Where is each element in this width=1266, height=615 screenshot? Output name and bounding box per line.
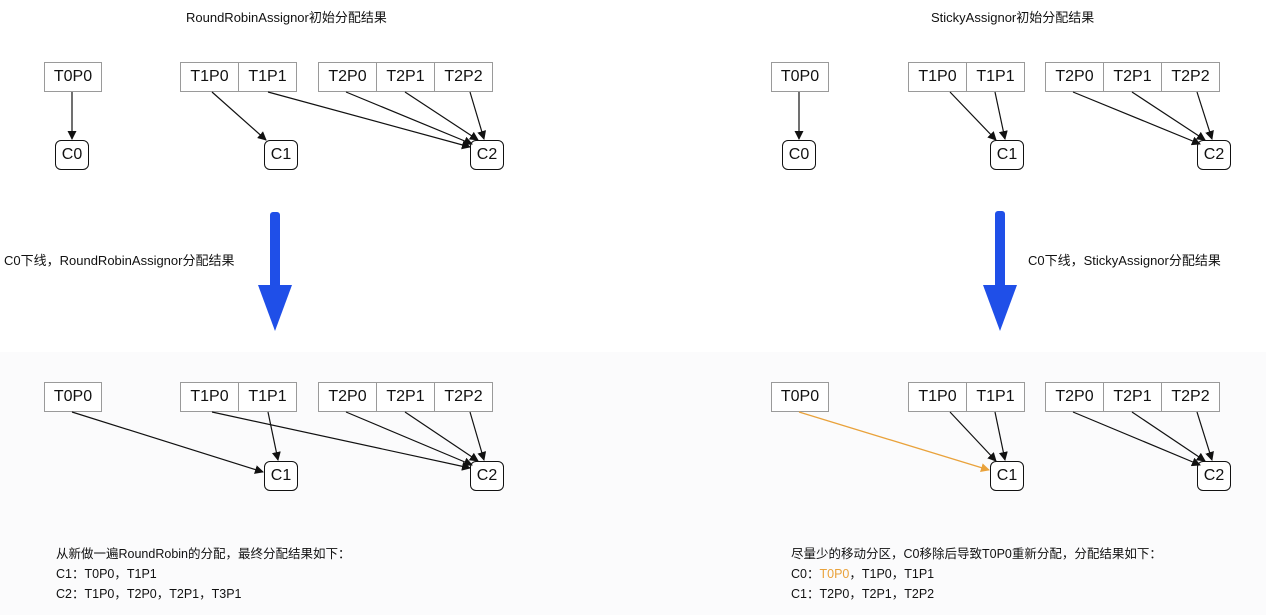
left-top-partition-t0p0: T0P0 [44, 62, 102, 92]
right-top-partition-t2p2: T2P2 [1161, 62, 1220, 92]
left-top-partition-t2p1: T2P1 [376, 62, 435, 92]
edge-left-bottom-t1p1-c1 [267, 411, 281, 461]
right-top-partition-t2p0: T2P0 [1045, 62, 1104, 92]
left-transition-arrow [258, 212, 292, 331]
right-top-consumer-c2: C2 [1197, 140, 1231, 170]
edge-right-bottom-t1p0-c1 [949, 411, 997, 462]
edge-right-bottom-t2p2-c2 [1196, 411, 1214, 461]
right-bottom-partition-t2p1: T2P1 [1103, 382, 1162, 412]
right-note-line3: C1：T2P0，T2P1，T2P2 [791, 587, 935, 601]
right-transition-arrow [983, 211, 1017, 331]
left-bottom-partition-t2p2: T2P2 [434, 382, 493, 412]
left-top-partition-t1p1: T1P1 [238, 62, 297, 92]
edge-right-bottom-t2p0-c2 [1072, 411, 1201, 467]
left-bottom-partition-t2p1: T2P1 [376, 382, 435, 412]
left-top-consumer-c2: C2 [470, 140, 504, 170]
edge-right-top-t1p0-c1 [949, 91, 997, 141]
edge-left-top-t2p2-c2 [469, 91, 487, 140]
edge-left-bottom-t1p0-c2 [211, 411, 471, 471]
left-note-line2: C1：T0P0，T1P1 [56, 567, 157, 581]
left-bottom-consumer-c1: C1 [264, 461, 298, 491]
right-top-partition-t0p0: T0P0 [771, 62, 829, 92]
right-top-consumer-c1: C1 [990, 140, 1024, 170]
edge-right-bottom-t1p1-c1 [994, 411, 1008, 461]
left-bottom-partition-t2p0: T2P0 [318, 382, 377, 412]
right-note-line2-highlight: T0P0 [819, 567, 850, 581]
left-top-consumer-c1: C1 [264, 140, 298, 170]
right-bottom-consumer-c1: C1 [990, 461, 1024, 491]
left-bottom-partition-t1p1: T1P1 [238, 382, 297, 412]
right-result-note: 尽量少的移动分区，C0移除后导致T0P0重新分配，分配结果如下： C0：T0P0… [791, 544, 1162, 604]
right-bottom-partition-t0p0: T0P0 [771, 382, 829, 412]
left-top-partition-t2p2: T2P2 [434, 62, 493, 92]
right-top-partition-t1p0: T1P0 [908, 62, 967, 92]
edge-left-bottom-t2p1-c2 [404, 411, 479, 462]
left-bottom-partition-t0p0: T0P0 [44, 382, 102, 412]
right-note-line2-prefix: C0： [791, 567, 820, 581]
left-top-partition-t1p0: T1P0 [180, 62, 239, 92]
left-result-note: 从新做一遍RoundRobin的分配，最终分配结果如下： C1：T0P0，T1P… [56, 544, 351, 604]
right-top-partition-t1p1: T1P1 [966, 62, 1025, 92]
right-top-consumer-c0: C0 [782, 140, 816, 170]
edge-left-bottom-t2p0-c2 [345, 411, 473, 467]
edge-left-bottom-t0p0-c1 [71, 411, 264, 474]
right-bottom-consumer-c2: C2 [1197, 461, 1231, 491]
edge-left-top-t1p0-c1 [211, 91, 267, 141]
left-bottom-consumer-c2: C2 [470, 461, 504, 491]
left-note-line3: C2：T1P0，T2P0，T2P1，T3P1 [56, 587, 242, 601]
right-note-line2-rest: ，T1P0，T1P1 [849, 567, 935, 581]
edge-left-top-t2p0-c2 [345, 91, 473, 146]
edge-right-bottom-t0p0-c1-moved [798, 411, 990, 472]
left-top-title: RoundRobinAssignor初始分配结果 [186, 10, 387, 25]
edge-right-top-t1p1-c1 [994, 91, 1008, 140]
edge-left-top-t1p1-c2 [267, 91, 471, 150]
left-bottom-partition-t1p0: T1P0 [180, 382, 239, 412]
edge-right-bottom-t2p1-c2 [1131, 411, 1206, 462]
right-note-line1: 尽量少的移动分区，C0移除后导致T0P0重新分配，分配结果如下： [791, 547, 1162, 561]
right-transition-caption: C0下线，StickyAssignor分配结果 [1028, 253, 1221, 268]
edge-right-top-t2p1-c2 [1131, 91, 1206, 141]
left-note-line1: 从新做一遍RoundRobin的分配，最终分配结果如下： [56, 547, 351, 561]
right-top-partition-t2p1: T2P1 [1103, 62, 1162, 92]
edge-right-top-t2p2-c2 [1196, 91, 1214, 140]
right-bottom-partition-t1p0: T1P0 [908, 382, 967, 412]
edge-right-top-t2p0-c2 [1072, 91, 1201, 146]
right-bottom-partition-t2p0: T2P0 [1045, 382, 1104, 412]
right-bottom-partition-t1p1: T1P1 [966, 382, 1025, 412]
right-note-line2: C0：T0P0，T1P0，T1P1 [791, 564, 1162, 584]
edge-left-bottom-t2p2-c2 [469, 411, 487, 461]
left-transition-caption: C0下线，RoundRobinAssignor分配结果 [4, 253, 235, 268]
right-top-title: StickyAssignor初始分配结果 [931, 10, 1095, 25]
edge-left-top-t2p1-c2 [404, 91, 479, 141]
left-top-consumer-c0: C0 [55, 140, 89, 170]
right-bottom-partition-t2p2: T2P2 [1161, 382, 1220, 412]
